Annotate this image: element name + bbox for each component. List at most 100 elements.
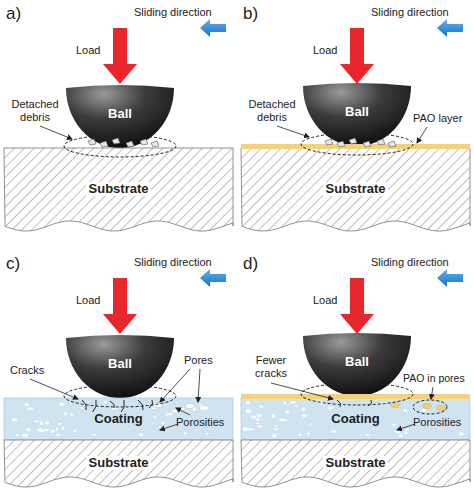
porosity bbox=[28, 408, 33, 410]
porosity bbox=[114, 408, 118, 410]
porosity bbox=[173, 410, 177, 413]
callout-label: Load bbox=[76, 294, 100, 307]
porosity bbox=[59, 403, 64, 406]
crack bbox=[92, 400, 96, 413]
debris-particle bbox=[349, 138, 357, 144]
panel-letter: b) bbox=[243, 4, 258, 24]
pao-layer bbox=[241, 394, 470, 399]
load-arrow bbox=[103, 278, 137, 334]
porosity bbox=[71, 414, 73, 417]
leader-line bbox=[431, 387, 433, 399]
porosity bbox=[206, 433, 209, 435]
crack bbox=[138, 400, 143, 410]
porosity bbox=[159, 426, 161, 428]
callout-label: Porosities bbox=[176, 416, 224, 429]
callout-label: Detached debris bbox=[243, 98, 301, 123]
callout-label: Sliding direction bbox=[134, 256, 212, 269]
porosity bbox=[290, 401, 296, 403]
porosity bbox=[44, 429, 49, 431]
substrate-hatch bbox=[4, 148, 233, 231]
substrate-hatch bbox=[4, 440, 233, 487]
pao-pores-zone bbox=[413, 400, 447, 414]
porosity bbox=[26, 428, 30, 431]
substrate-ground bbox=[4, 148, 233, 231]
load-arrow bbox=[103, 28, 137, 84]
porosity bbox=[64, 412, 66, 415]
pore bbox=[186, 403, 195, 408]
porosity bbox=[246, 401, 249, 404]
debris-particle bbox=[112, 138, 120, 144]
callout-label: Porosities bbox=[413, 416, 461, 429]
contact-zone bbox=[64, 385, 176, 407]
callout-label: Sliding direction bbox=[134, 6, 212, 19]
ball-body bbox=[66, 85, 174, 148]
porosity bbox=[176, 410, 178, 412]
debris-particle bbox=[100, 141, 108, 147]
porosity bbox=[166, 414, 170, 416]
panel-graphics bbox=[64, 269, 226, 414]
porosity bbox=[184, 432, 186, 435]
sliding-arrow bbox=[437, 269, 463, 287]
porosity bbox=[45, 421, 49, 424]
crack bbox=[337, 400, 341, 407]
porosity bbox=[308, 432, 310, 436]
panel-letter: d) bbox=[243, 254, 258, 274]
sliding-arrow bbox=[200, 269, 226, 287]
callout-label: Load bbox=[313, 44, 337, 57]
contact-zone bbox=[301, 133, 413, 155]
debris-particle bbox=[88, 139, 96, 145]
porosity bbox=[299, 433, 301, 436]
porosity bbox=[139, 433, 143, 437]
leader-line bbox=[30, 379, 78, 399]
substrate-hatch bbox=[241, 148, 470, 231]
porosity bbox=[93, 434, 97, 435]
porosity bbox=[328, 407, 333, 410]
porosity bbox=[251, 416, 257, 417]
layer-label: Coating bbox=[328, 412, 382, 426]
substrate-band: Substrate bbox=[241, 148, 470, 234]
porosity bbox=[274, 429, 279, 431]
leader-line bbox=[397, 424, 415, 430]
callout-label: PAO layer bbox=[413, 112, 462, 125]
porosity bbox=[104, 401, 107, 404]
panel-graphics bbox=[241, 269, 470, 414]
porosity bbox=[81, 407, 83, 409]
porosity bbox=[56, 427, 58, 431]
porosity bbox=[397, 430, 400, 433]
leader-line bbox=[277, 126, 309, 137]
panel-letter: a) bbox=[6, 4, 21, 24]
ball-body bbox=[66, 335, 174, 398]
porosity bbox=[302, 414, 307, 417]
porosity bbox=[62, 426, 64, 430]
porosity bbox=[56, 433, 59, 436]
porosity bbox=[51, 430, 55, 433]
porosity bbox=[151, 407, 155, 409]
porosity bbox=[248, 428, 254, 430]
porosity bbox=[248, 411, 251, 414]
pao-filled-pore bbox=[437, 405, 446, 410]
porosity bbox=[16, 434, 19, 436]
porosity bbox=[405, 428, 409, 430]
sliding-arrow bbox=[437, 19, 463, 37]
leader-line bbox=[271, 383, 333, 399]
debris-particle bbox=[388, 141, 396, 147]
leader-line bbox=[40, 126, 72, 139]
callout-label: PAO in pores bbox=[403, 372, 465, 384]
crack bbox=[149, 400, 153, 408]
debris-particle bbox=[140, 139, 148, 145]
layer-label: Substrate bbox=[86, 456, 152, 470]
contact-zone bbox=[64, 135, 176, 157]
ball-label: Ball bbox=[105, 357, 135, 371]
callout-label: Pores bbox=[184, 354, 213, 367]
porosity bbox=[459, 433, 464, 436]
contact-zone bbox=[301, 383, 413, 405]
load-arrow bbox=[340, 28, 374, 84]
porosity bbox=[179, 408, 185, 410]
porosity bbox=[404, 431, 407, 434]
coating-fill bbox=[241, 398, 470, 440]
pore bbox=[200, 405, 209, 410]
debris-particle bbox=[337, 141, 345, 147]
porosity bbox=[391, 424, 396, 426]
substrate-band: Substrate bbox=[241, 440, 470, 490]
